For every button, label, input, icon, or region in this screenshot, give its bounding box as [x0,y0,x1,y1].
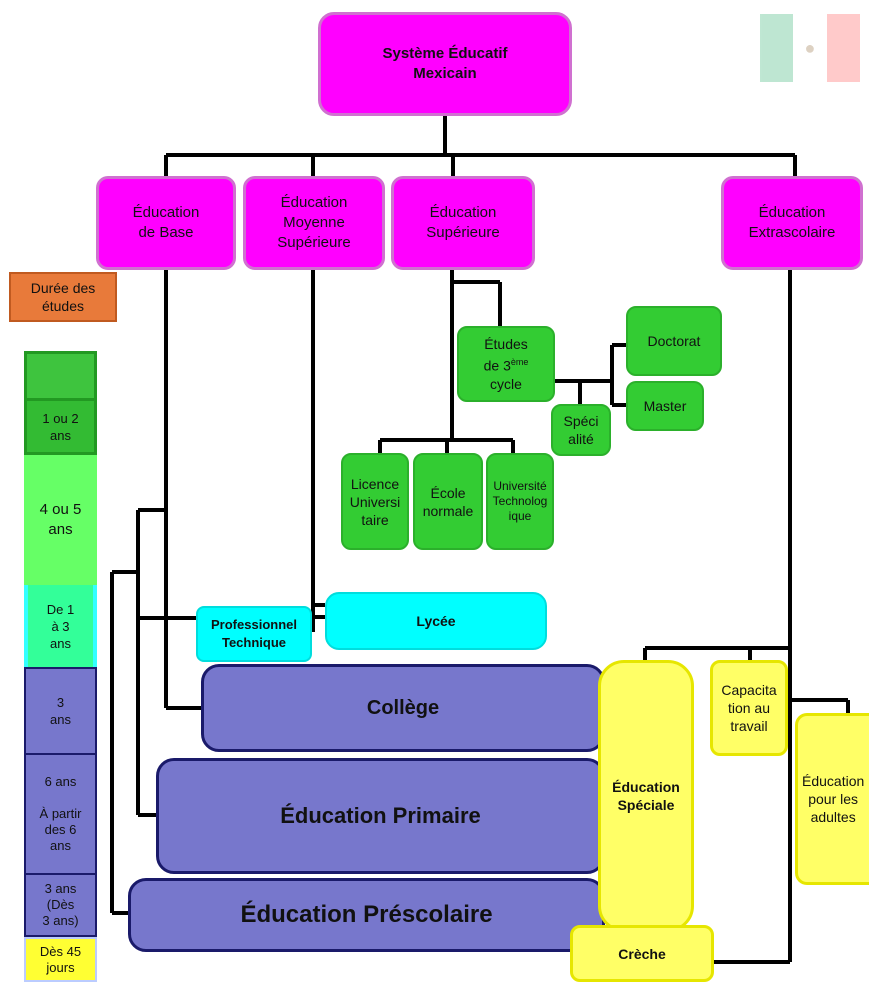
etudes-sup: ème [510,357,529,368]
duration-segment-1-3-ans: De 1 à 3 ans [24,585,97,667]
college-label: Collège [366,696,440,719]
branch-base-label: Éducation de Base [132,204,200,241]
speciale-label: Éducation Spéciale [612,779,680,813]
duration-label-7: Dès 45 jours [39,943,82,975]
root-title: Système Éducatif Mexicain [382,45,508,82]
duration-label-5: 6 ans À partir des 6 ans [39,774,82,853]
master-label: Master [643,398,687,414]
branch-superieure-label: Éducation Supérieure [426,204,500,241]
universite-tech-label: Université Technolog ique [492,479,548,523]
universite-tech-node: Université Technolog ique [486,453,554,550]
duration-segment-prescolaire: 3 ans (Dès 3 ans) [24,875,97,937]
etudes-line2: de 3 [483,357,511,374]
professionnel-technique-node: Professionnel Technique [196,606,312,662]
specialite-label: Spéci alité [563,413,599,447]
etudes-line1: Études [484,336,528,353]
ecole-normale-node: École normale [413,453,483,550]
branch-moyenne-label: Éducation Moyenne Supérieure [277,194,351,251]
primaire-node: Éducation Primaire [156,758,605,874]
duration-label-1: 1 ou 2 ans [42,410,79,443]
adultes-label: Éducation pour les adultes [802,773,865,825]
duration-label-2: 4 ou 5 ans [39,501,82,538]
adultes-node: Éducation pour les adultes [795,713,869,885]
etudes-3e-cycle-node: Études de 3ème cycle [457,326,555,402]
branch-education-superieure: Éducation Supérieure [391,176,535,270]
prescolaire-node: Éducation Préscolaire [128,878,605,952]
capacitation-node: Capacita tion au travail [710,660,788,756]
duration-segment-1-2-ans: 1 ou 2 ans [24,401,97,455]
specialite-node: Spéci alité [551,404,611,456]
prescolaire-label: Éducation Préscolaire [240,901,493,928]
professionnel-label: Professionnel Technique [211,617,297,650]
branch-education-extrascolaire: Éducation Extrascolaire [721,176,863,270]
duration-segment-6-ans: 6 ans À partir des 6 ans [24,755,97,875]
creche-label: Crèche [618,945,666,962]
lycee-node: Lycée [325,592,547,650]
mexican-flag-icon: ● [760,14,860,82]
branch-education-moyenne: Éducation Moyenne Supérieure [243,176,385,270]
branch-extrascolaire-label: Éducation Extrascolaire [748,204,836,241]
duration-header-label: Durée des études [30,280,96,314]
licence-label: Licence Universi taire [349,475,401,528]
lycee-label: Lycée [416,613,456,629]
creche-node: Crèche [570,925,714,982]
master-node: Master [626,381,704,431]
doctorat-label: Doctorat [647,333,701,349]
ecole-normale-label: École normale [422,484,474,519]
college-node: Collège [201,664,605,752]
education-speciale-node: Éducation Spéciale [598,660,694,932]
etudes-3e-cycle-label: Études de 3ème cycle [484,335,529,393]
root-node: Système Éducatif Mexicain [318,12,572,116]
etudes-line3: cycle [490,375,522,392]
branch-education-base: Éducation de Base [96,176,236,270]
duration-segment-3-ans: 3 ans [24,667,97,755]
primaire-label: Éducation Primaire [280,803,481,828]
doctorat-node: Doctorat [626,306,722,376]
duration-label-4: 3 ans [50,695,71,727]
duration-segment-4-5-ans: 4 ou 5 ans [24,455,97,585]
duration-segment-creche: Dès 45 jours [24,937,97,982]
duration-label-6: 3 ans (Dès 3 ans) [42,881,79,928]
licence-node: Licence Universi taire [341,453,409,550]
duration-segment-doctorat [24,351,97,401]
duration-header: Durée des études [9,272,117,322]
capacitation-label: Capacita tion au travail [721,682,777,734]
duration-label-3: De 1 à 3 ans [46,601,75,651]
